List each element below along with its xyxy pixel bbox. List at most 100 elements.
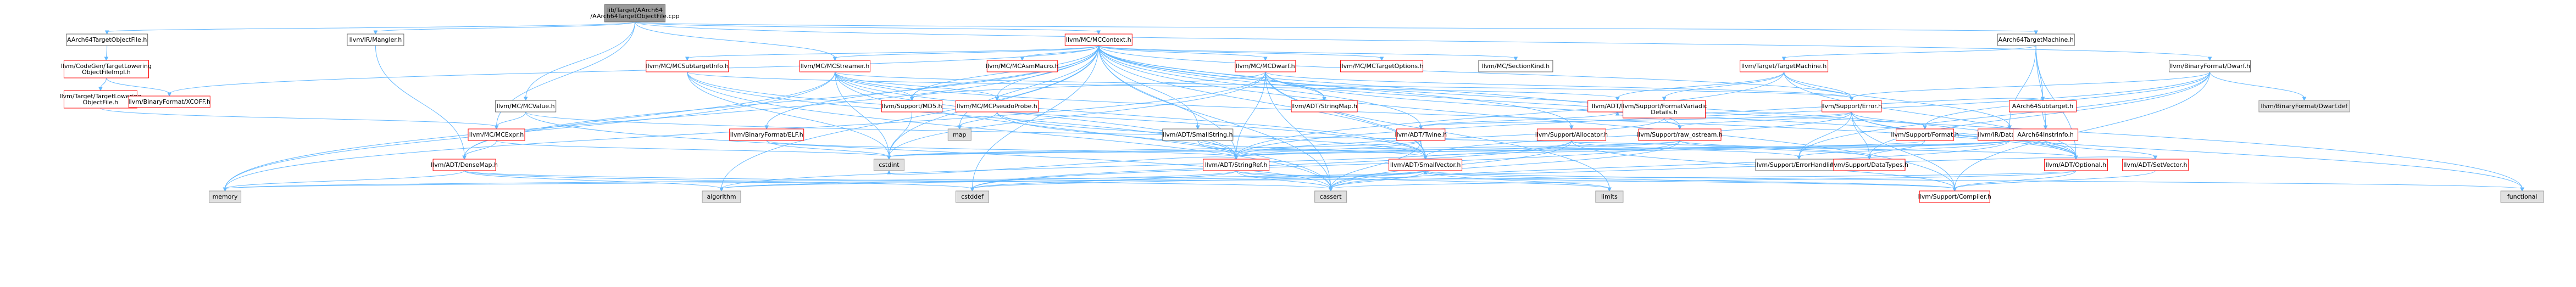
node-dwarfdef: llvm/BinaryFormat/Dwarf.def (2258, 100, 2350, 112)
node-box (729, 128, 804, 141)
node-cstddef: cstddef (956, 190, 989, 203)
node-mangler[interactable]: llvm/IR/Mangler.h (347, 33, 404, 46)
edge (1265, 71, 1852, 99)
edge-arrowhead (104, 57, 109, 61)
node-compiler[interactable]: llvm/Support/Compiler.h (1918, 190, 1991, 203)
node-mcdwarf[interactable]: llvm/MC/MCDwarf.h (1235, 60, 1296, 72)
node-mcvalue[interactable]: llvm/MC/MCValue.h (495, 100, 557, 112)
node-mcexpr[interactable]: llvm/MC/MCExpr.h (468, 128, 525, 141)
node-a64subtarget[interactable]: AArch64Subtarget.h (2009, 100, 2077, 112)
edge (1664, 71, 1785, 99)
node-mccontext[interactable]: llvm/MC/MCContext.h (1064, 33, 1132, 46)
edge (464, 140, 497, 157)
node-label: AArch64TargetObjectFile.h (67, 36, 147, 43)
node-box (2169, 60, 2251, 72)
node-label: llvm/MC/MCDwarf.h (1236, 63, 1295, 70)
node-optional[interactable]: llvm/ADT/Optional.h (2044, 159, 2108, 171)
node-label: cstddef (961, 193, 984, 200)
node-smallstring[interactable]: llvm/ADT/SmallString.h (1162, 128, 1234, 141)
edge (1571, 140, 1800, 157)
node-box (1822, 100, 1882, 112)
node-cgtlof[interactable]: llvm/CodeGen/TargetLoweringObjectFileImp… (61, 60, 152, 78)
node-bfdwarf[interactable]: llvm/BinaryFormat/Dwarf.h (2169, 60, 2251, 72)
node-densemap[interactable]: llvm/ADT/DenseMap.h (431, 159, 498, 171)
node-box (1833, 159, 1906, 171)
edge (1236, 71, 1266, 157)
node-mcsubtarget[interactable]: llvm/MC/MCSubtargetInfo.h (646, 60, 729, 72)
edge (1954, 170, 2077, 189)
node-box (1314, 190, 1347, 203)
node-smallvector[interactable]: llvm/ADT/SmallVector.h (1389, 159, 1463, 171)
node-datatypes[interactable]: llvm/Support/DataTypes.h (1830, 159, 1908, 171)
node-box (873, 159, 904, 171)
edge-arrowhead (1263, 57, 1268, 61)
node-label: llvm/IR/Mangler.h (349, 36, 402, 43)
node-allocator[interactable]: llvm/Support/Allocator.h (1535, 128, 1608, 141)
node-elf[interactable]: llvm/BinaryFormat/ELF.h (729, 128, 804, 141)
node-a64tm[interactable]: AArch64TargetMachine.h (1997, 33, 2075, 46)
node-layer: lib/Target/AArch64/AArch64TargetObjectFi… (60, 4, 2544, 203)
node-label: ObjectFileImpl.h (82, 69, 131, 76)
edge (1679, 111, 1852, 127)
node-label: llvm/ADT/StringMap.h (1291, 103, 1357, 110)
node-label: llvm/ADT/SmallVector.h (1390, 161, 1461, 168)
edge (169, 45, 1099, 94)
edge (1236, 170, 1610, 189)
node-a64instrinfo[interactable]: AArch64InstrInfo.h (2013, 128, 2079, 141)
edge (1425, 170, 1610, 189)
edge (1197, 140, 1237, 157)
edge (1197, 140, 1426, 157)
edge (835, 71, 913, 99)
edge-arrowhead (887, 170, 891, 175)
node-box (1203, 159, 1270, 171)
node-format[interactable]: llvm/Support/Format.h (1891, 128, 1959, 141)
edge (889, 156, 1237, 175)
edge (464, 170, 1331, 189)
node-box (702, 190, 741, 203)
edge-arrowhead (494, 125, 499, 130)
edge (1679, 140, 1870, 157)
node-box (1997, 33, 2075, 46)
node-rawostream[interactable]: llvm/Support/raw_ostream.h (1637, 128, 1723, 141)
node-mctargetopts[interactable]: llvm/MC/MCTargetOptions.h (1340, 60, 1424, 72)
node-limits: limits (1595, 190, 1624, 203)
node-setvector[interactable]: llvm/ADT/SetVector.h (2122, 159, 2189, 171)
node-targetmachine[interactable]: llvm/Target/TargetMachine.h (1740, 60, 1829, 72)
node-error[interactable]: llvm/Support/Error.h (1821, 100, 1882, 112)
node-sectionkind[interactable]: llvm/MC/SectionKind.h (1478, 60, 1553, 72)
edge (1098, 45, 1516, 59)
node-box (1638, 128, 1722, 141)
node-box (128, 95, 210, 108)
node-errorhandling[interactable]: llvm/Support/ErrorHandling.h (1755, 159, 1844, 171)
edge (687, 71, 1426, 157)
edge-arrowhead (223, 187, 227, 192)
node-twine[interactable]: llvm/ADT/Twine.h (1395, 128, 1447, 141)
edge (959, 45, 1099, 127)
edge (1098, 45, 1852, 99)
node-md5[interactable]: llvm/Support/MD5.h (881, 100, 943, 112)
edge-arrowhead (832, 57, 837, 61)
node-mcstreamer[interactable]: llvm/MC/MCStreamer.h (800, 60, 870, 72)
edge (1798, 111, 1852, 157)
node-mcasmmacro[interactable]: llvm/MC/MCAsmMacro.h (986, 60, 1059, 72)
edge (225, 71, 835, 189)
edge-arrowhead (104, 30, 109, 35)
node-stringref[interactable]: llvm/ADT/StringRef.h (1203, 159, 1270, 171)
node-xcoff[interactable]: llvm/BinaryFormat/XCOFF.h (128, 95, 210, 108)
edge (1236, 71, 1785, 157)
node-box (1396, 128, 1446, 141)
node-pseudoprobe[interactable]: llvm/MC/MCPseudoProbe.h (956, 100, 1039, 112)
node-box (1340, 60, 1424, 72)
edge (766, 140, 890, 157)
node-box (2122, 159, 2189, 171)
node-a64tof[interactable]: AArch64TargetObjectFile.h (66, 33, 148, 46)
edge-arrowhead (2207, 57, 2212, 61)
node-label: cassert (1320, 193, 1342, 200)
node-stringmap[interactable]: llvm/ADT/StringMap.h (1291, 100, 1358, 112)
edge (721, 170, 1426, 189)
edge (889, 140, 2010, 157)
edge (1784, 71, 1852, 99)
node-box (2500, 190, 2544, 203)
